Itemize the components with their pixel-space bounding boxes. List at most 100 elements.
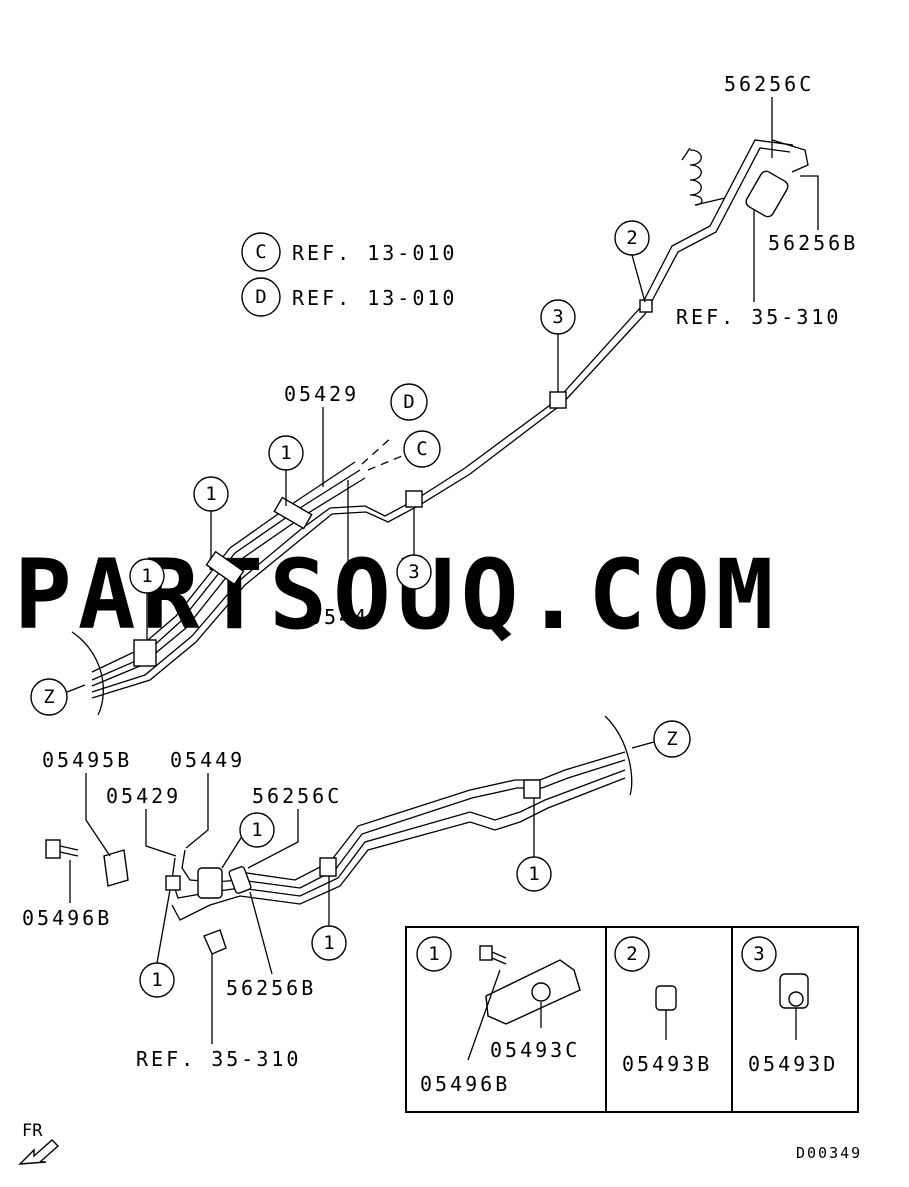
lower-clamp-1c [165, 875, 181, 891]
front-direction: FR [18, 1121, 60, 1165]
svg-text:Z: Z [43, 686, 54, 708]
lower-clamp-1b [523, 779, 541, 799]
detail-label-05493B: 05493B [622, 1052, 712, 1076]
label-ref35310-upper: REF. 35-310 [676, 305, 841, 329]
upper-pipe-4 [91, 147, 791, 699]
diagram-code: D00349 [796, 1144, 862, 1162]
leader-05429-lower [145, 809, 177, 857]
lower-ref-bracket [203, 929, 227, 955]
upper-callout-1a: 1 [129, 558, 165, 640]
label-56256C-lower: 56256C [252, 784, 342, 808]
leader-56256B-upper [800, 175, 819, 230]
lower-pipe-1 [239, 751, 626, 881]
label-05429-upper: 05429 [284, 382, 359, 406]
upper-z-marker: Z [30, 678, 86, 716]
upper-callout-1b: 1 [193, 476, 229, 558]
label-05449-upper: 05449 [309, 605, 384, 629]
lower-z-marker: Z [631, 720, 691, 758]
upper-pipe-end [771, 139, 809, 173]
detail-bolt-shank [491, 951, 507, 965]
upper-c-marker: C [403, 430, 441, 468]
detail-table-border [405, 926, 859, 1113]
lower-pipe-2 [239, 759, 626, 889]
reference-d-circle [241, 277, 281, 317]
svg-text:2: 2 [626, 227, 637, 249]
reference-c: C REF. 13-010 [241, 232, 457, 272]
upper-d-marker: D [390, 383, 428, 421]
label-56256B-upper: 56256B [768, 231, 858, 255]
svg-text:3: 3 [552, 306, 563, 328]
label-05429-lower: 05429 [106, 784, 181, 808]
lower-clamp-1a [319, 857, 337, 877]
label-05495B: 05495B [42, 748, 132, 772]
upper-pipe-1 [91, 469, 361, 681]
label-05449-lower: 05449 [170, 748, 245, 772]
detail-leader-05496B [467, 969, 501, 1061]
lower-pipe-bend-1 [181, 849, 241, 883]
upper-pipe-assembly: 1 1 1 2 3 3 D [30, 72, 858, 716]
detail-table: 1 05493C 05496B 2 05493B 3 05493D [405, 926, 859, 1113]
leader-56256B-lower [249, 891, 273, 975]
detail-clamp-05493B [655, 985, 677, 1011]
svg-text:1: 1 [280, 442, 291, 464]
upper-clamp-2 [639, 299, 653, 313]
upper-clamp-3b [549, 391, 567, 409]
dash-to-c [367, 455, 403, 471]
svg-text:D: D [403, 391, 414, 413]
bracket-05495B [103, 849, 129, 887]
label-56256C-upper: 56256C [724, 72, 814, 96]
detail-panel-2-number: 2 [626, 943, 637, 965]
svg-text:1: 1 [151, 969, 162, 991]
svg-text:1: 1 [141, 565, 152, 587]
lower-break-arc [604, 715, 633, 796]
detail-panel-1-number: 1 [428, 943, 439, 965]
upper-callout-1c: 1 [268, 435, 304, 506]
reference-c-letter: C [255, 241, 266, 263]
upper-clamp-1a [133, 639, 157, 667]
bolt-head-05496B [45, 839, 61, 859]
detail-panel-3: 3 05493D [741, 936, 838, 1076]
front-arrow-icon [18, 1139, 60, 1165]
upper-break-arc [71, 631, 104, 716]
reference-d-letter: D [255, 286, 266, 308]
lower-bracket [197, 867, 223, 899]
svg-text:C: C [416, 438, 427, 460]
detail-label-05496B: 05496B [420, 1072, 510, 1096]
svg-text:1: 1 [528, 863, 539, 885]
reference-c-circle [241, 232, 281, 272]
lower-pipe-4 [239, 777, 626, 905]
upper-pipe-2 [91, 477, 366, 687]
detail-label-05493C: 05493C [490, 1038, 580, 1062]
upper-callout-2: 2 [614, 220, 650, 303]
svg-text:3: 3 [408, 561, 419, 583]
reference-d: D REF. 13-010 [241, 277, 454, 317]
lower-callout-1d: 1 [139, 889, 175, 998]
lower-callout-1b: 1 [516, 798, 552, 892]
lower-callout-1c: 1 [221, 812, 275, 869]
lower-pipe-3 [239, 769, 626, 897]
bolt-shank-05496B [59, 845, 79, 857]
label-ref35310-lower: REF. 35-310 [136, 1047, 301, 1071]
upper-pipe-5 [91, 461, 356, 673]
upper-callout-3a: 3 [540, 299, 576, 392]
upper-clamp-3a [405, 490, 423, 508]
upper-clamp-1b [205, 550, 245, 586]
upper-pipe-3 [91, 139, 794, 693]
detail-label-05493D: 05493D [748, 1052, 838, 1076]
lower-pipe-assembly: 1 1 1 1 Z 05495B 05449 05429 56256C [22, 715, 691, 1071]
detail-bolt-head [479, 945, 493, 961]
reference-c-text: REF. 13-010 [292, 241, 457, 265]
leader-05449-lower [185, 773, 209, 849]
detail-panel-2: 2 05493B [614, 936, 712, 1076]
upper-callout-3b: 3 [396, 507, 432, 590]
svg-text:1: 1 [323, 932, 334, 954]
lower-hose-fitting [228, 866, 252, 894]
detail-panel-3-number: 3 [753, 943, 764, 965]
label-05496B-lower: 05496B [22, 906, 112, 930]
dash-to-d [361, 436, 393, 465]
detail-panel-1: 1 05493C 05496B [416, 936, 581, 1096]
label-56256B-lower: 56256B [226, 976, 316, 1000]
leader-56256C-lower [247, 809, 299, 869]
svg-text:Z: Z [666, 728, 677, 750]
